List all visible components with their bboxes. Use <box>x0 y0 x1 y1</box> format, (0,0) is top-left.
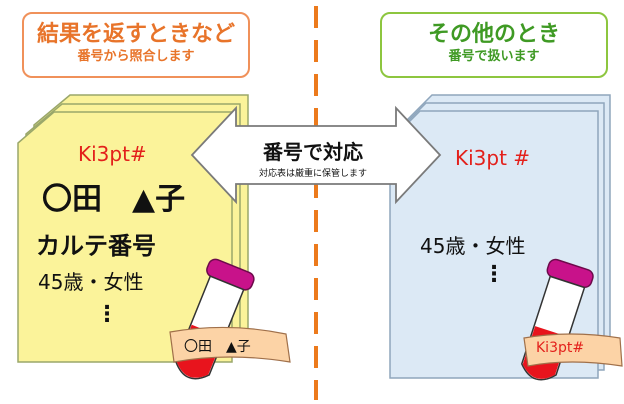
left-card-ellipsis: ⋮ <box>96 302 118 327</box>
left-card-chart-number: カルテ番号 <box>36 232 156 260</box>
right-header-box: その他のとき 番号で扱います <box>380 12 608 78</box>
left-card-name: 〇田 ▲子 <box>42 182 186 217</box>
right-header-subtitle: 番号で扱います <box>448 49 540 64</box>
double-arrow-shape <box>190 105 442 205</box>
left-tube-label-text: 〇田 ▲子 <box>184 339 251 355</box>
left-header-title: 結果を返すときなど <box>36 22 235 47</box>
right-tube-label-tag <box>523 333 623 367</box>
left-card-id: Ki3pt# <box>78 142 147 166</box>
arrow-title: 番号で対応 <box>263 140 363 164</box>
right-card-id: Ki3pt # <box>455 146 531 170</box>
arrow-subtitle: 対応表は厳重に保管します <box>258 169 367 179</box>
left-header-box: 結果を返すときなど 番号から照合します <box>22 12 250 78</box>
right-card-age-sex: 45歳・女性 <box>420 234 526 258</box>
right-card-ellipsis: ⋮ <box>483 262 505 287</box>
left-card-age-sex: 45歳・女性 <box>38 270 144 294</box>
right-tube-label-text: Ki3pt# <box>536 340 585 356</box>
left-tube-label-tag <box>169 326 291 363</box>
right-header-title: その他のとき <box>427 22 560 47</box>
left-header-subtitle: 番号から照合します <box>77 49 195 64</box>
